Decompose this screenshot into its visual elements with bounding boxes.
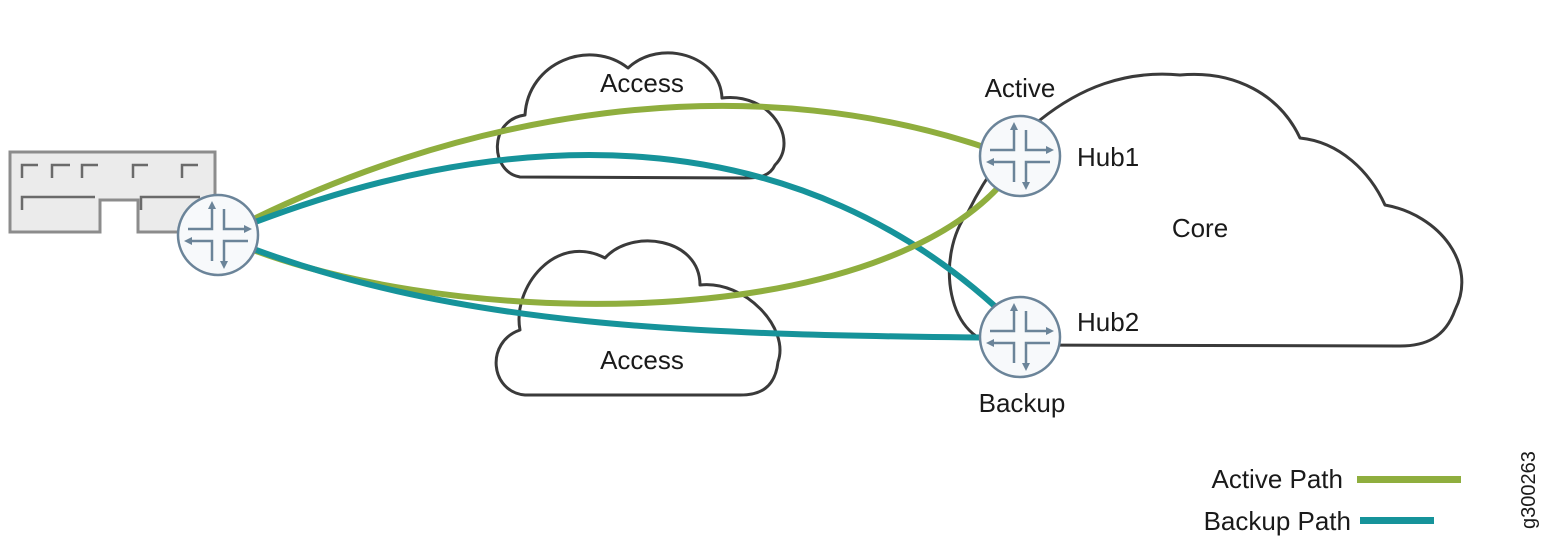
hub1-router-icon — [978, 114, 1062, 198]
core-label: Core — [1172, 213, 1228, 243]
access-top-label: Access — [600, 68, 684, 98]
access-cloud-bottom — [494, 239, 782, 397]
active-path-top — [218, 102, 1022, 239]
hub2-role-label: Backup — [979, 388, 1066, 418]
backup-path-bottom — [218, 233, 1021, 341]
access-bottom-label: Access — [600, 345, 684, 375]
legend: Active Path Backup Path — [1204, 464, 1461, 536]
hub1-label: Hub1 — [1077, 142, 1139, 172]
legend-backup-swatch — [1360, 517, 1434, 524]
hub1-role-label: Active — [985, 73, 1056, 103]
hub2-router-icon — [978, 295, 1062, 379]
router-icon — [176, 193, 260, 277]
access-cloud-top — [495, 51, 786, 180]
figure-id: g300263 — [1518, 451, 1540, 529]
legend-backup-label: Backup Path — [1204, 506, 1351, 536]
building-icon — [8, 150, 217, 234]
legend-active-swatch — [1357, 476, 1461, 483]
legend-active-label: Active Path — [1211, 464, 1343, 494]
hub2-label: Hub2 — [1077, 307, 1139, 337]
backup-path-top — [218, 152, 1023, 333]
